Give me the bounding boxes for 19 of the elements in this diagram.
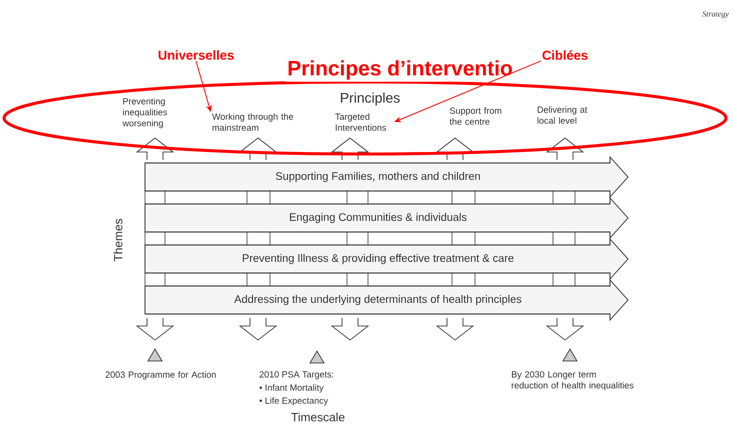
theme-banner: Addressing the underlying determinants of health principles: [144, 278, 629, 322]
annotation-text: Universelles: [158, 50, 234, 60]
annotation-text: Ciblées: [542, 50, 588, 60]
theme-banner: Preventing Illness & providing effective treatment & care: [144, 238, 629, 280]
milestone-text: 2003 Programme for Action: [106, 371, 216, 380]
milestone-text: 2010 PSA Targets:: [260, 371, 334, 380]
theme-banner: Engaging Communities & individuals: [144, 196, 629, 240]
bullet-item: • Life Expectancy: [260, 397, 328, 406]
principle-text: Working through the mainstream: [212, 113, 294, 131]
principle-text: Delivering at local level: [538, 106, 588, 124]
axis-label: Themes: [114, 218, 122, 262]
principle-text: Support from the centre: [450, 107, 502, 125]
title: Principes d’interventio: [285, 58, 515, 82]
bullet-item: • Infant Mortality: [260, 384, 324, 393]
principle-text: Targeted Interventions: [335, 113, 386, 131]
theme-banner: Supporting Families, mothers and children: [144, 156, 629, 198]
milestone-text: By 2030 Longer term reduction of health inequalities: [512, 371, 634, 390]
axis-label: Timescale: [291, 412, 344, 422]
principle-text: Preventing inequalities worsening: [122, 98, 168, 128]
